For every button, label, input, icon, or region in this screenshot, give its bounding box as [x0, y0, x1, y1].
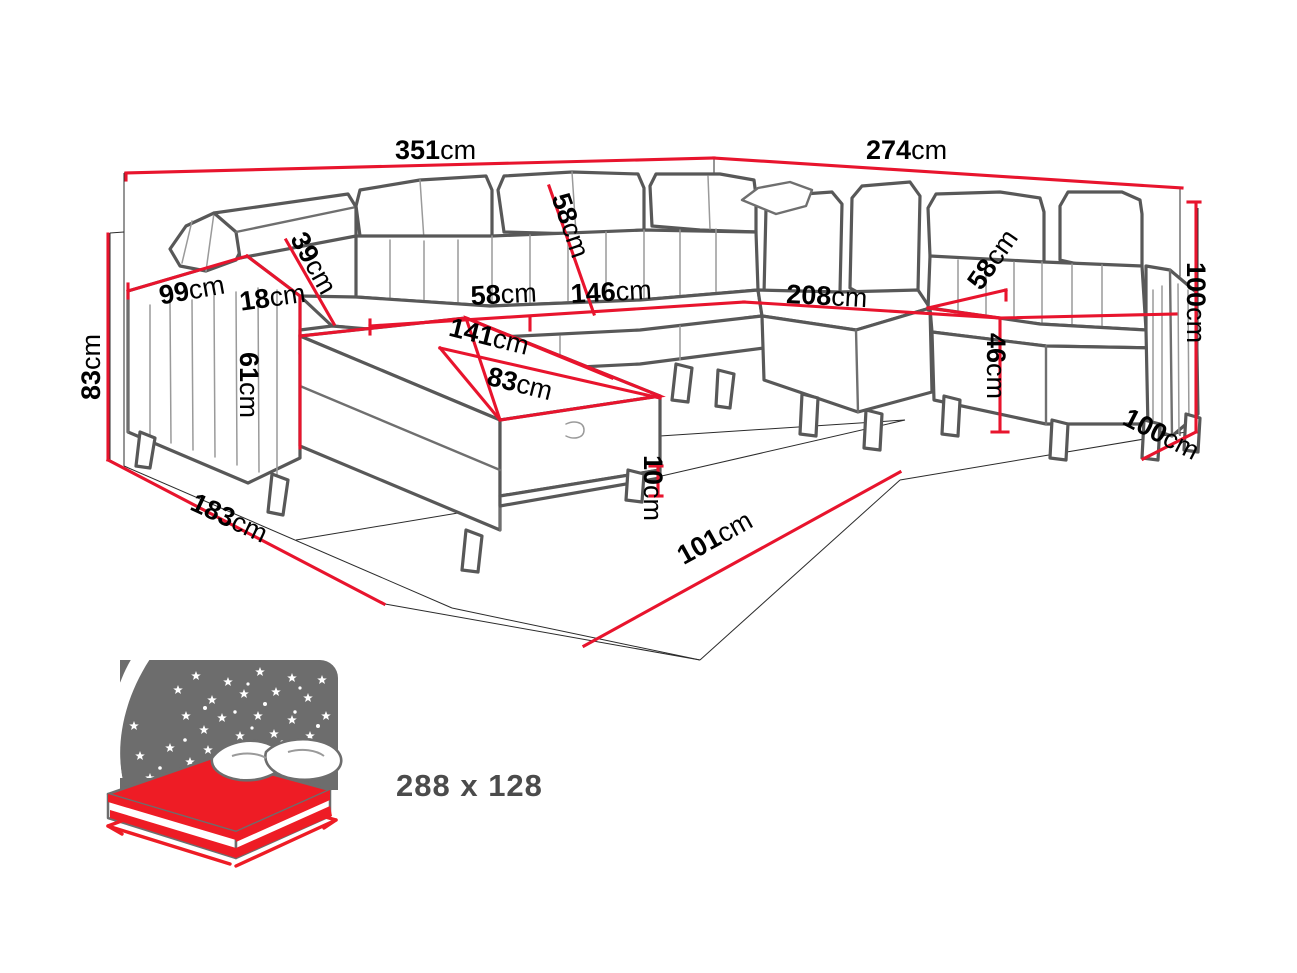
sofa-corner — [670, 180, 934, 452]
mattress-icon — [106, 756, 332, 860]
stars-icon — [129, 667, 331, 778]
pillows-icon — [210, 738, 343, 782]
crescent-moon-icon — [120, 660, 152, 778]
dimension-351cm: 351cm — [395, 137, 476, 164]
dimension-value: 274 — [866, 135, 912, 165]
dimension-value: 351 — [395, 135, 441, 165]
dimension-unit: cm — [440, 135, 477, 165]
dimension-unit: cm — [911, 135, 948, 165]
dimension-lines — [105, 156, 1202, 649]
sleeping-surface-caption: 288 x 128 — [396, 768, 543, 803]
bed-dimension-arrows — [106, 814, 338, 868]
dimension-274cm: 274cm — [866, 137, 947, 164]
